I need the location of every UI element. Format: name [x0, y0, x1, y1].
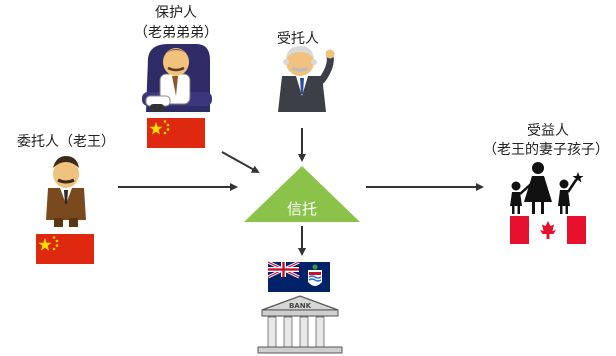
- arrow-protector-to-trust: [221, 151, 260, 173]
- protector-sublabel: （老弟弟弟）: [134, 25, 218, 41]
- beneficiary-sublabel: （老王的妻子孩子）: [483, 142, 609, 158]
- trustee-label: 受托人: [277, 31, 319, 47]
- canada-flag: [510, 216, 586, 244]
- china-flag: [36, 234, 94, 264]
- beneficiary-label: 受益人: [527, 123, 569, 139]
- businessman-icon: [46, 156, 86, 227]
- china-flag: [147, 118, 205, 148]
- bank-label: BANK: [289, 302, 312, 310]
- protector-label: 保护人: [155, 5, 197, 21]
- family-silhouette-icon: [510, 162, 584, 214]
- trust-label: 信托: [287, 200, 317, 218]
- settlor-label: 委托人（老王）: [17, 134, 115, 150]
- businessman-in-armchair-icon: [142, 44, 212, 112]
- trust-node: 信托: [244, 166, 360, 222]
- cayman-islands-flag: [267, 260, 330, 292]
- old-man-trustee-icon: [278, 46, 335, 112]
- bank-building-icon: BANK: [257, 295, 343, 354]
